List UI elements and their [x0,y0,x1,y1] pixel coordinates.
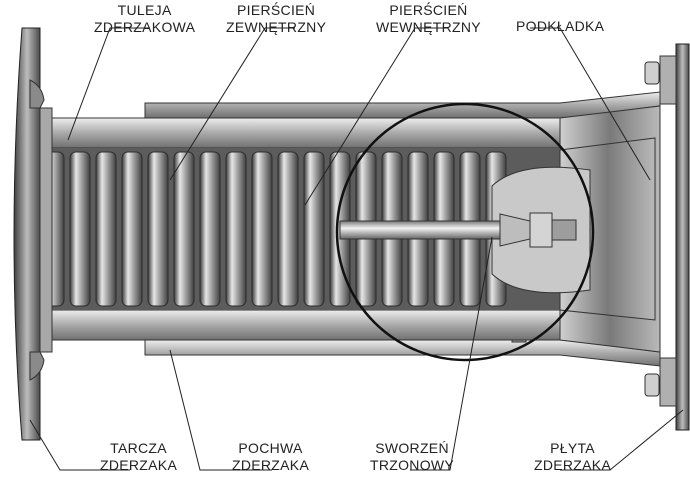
detail-circle [335,102,595,362]
label-line: PIERŚCIEŃ [237,2,316,18]
spring-ring [277,151,299,307]
label-line: TARCZA [110,440,167,456]
label-line: TRZONOWY [370,457,455,473]
label-plyta-zderzaka: PŁYTA ZDERZAKA [534,440,611,474]
spring-ring [199,151,221,307]
label-line: PIERŚCIEŃ [389,2,468,18]
label-line: PŁYTA [550,440,595,456]
nut-icon [529,212,553,248]
label-line: PODKŁADKA [516,18,605,34]
king-pin [339,212,577,248]
spring-ring [225,151,247,307]
spring-ring [69,151,91,307]
leader-lines [29,27,684,471]
spring-ring [147,151,169,307]
label-tarcza-zderzaka: TARCZA ZDERZAKA [100,440,177,474]
buffer-disc [13,27,53,441]
label-tuleja-zderzakowa: TULEJA ZDERZAKOWA [94,2,195,36]
label-line: ZEWNĘTRZNY [226,19,327,35]
label-pierscien-wewnetrzny: PIERŚCIEŃ WEWNĘTRZNY [376,2,481,36]
spring-ring [251,151,273,307]
label-sworzen-trzonowy: SWORZEŃ TRZONOWY [370,440,454,474]
label-line: ZDERZAKOWA [94,19,196,35]
base-plate [644,43,690,431]
label-line: TULEJA [117,2,172,18]
label-pochwa-zderzaka: POCHWA ZDERZAKA [232,440,309,474]
label-line: WEWNĘTRZNY [376,19,481,35]
label-pierscien-zewnetrzny: PIERŚCIEŃ ZEWNĘTRZNY [226,2,326,36]
spring-ring [173,151,195,307]
label-podkladka: PODKŁADKA [516,18,604,35]
label-line: SWORZEŃ [375,440,449,456]
label-line: POCHWA [238,440,303,456]
spring-ring [95,151,117,307]
spring-ring [303,151,325,307]
label-line: ZDERZAKA [100,457,178,473]
spring-ring [121,151,143,307]
label-line: ZDERZAKA [534,457,612,473]
label-line: ZDERZAKA [232,457,310,473]
